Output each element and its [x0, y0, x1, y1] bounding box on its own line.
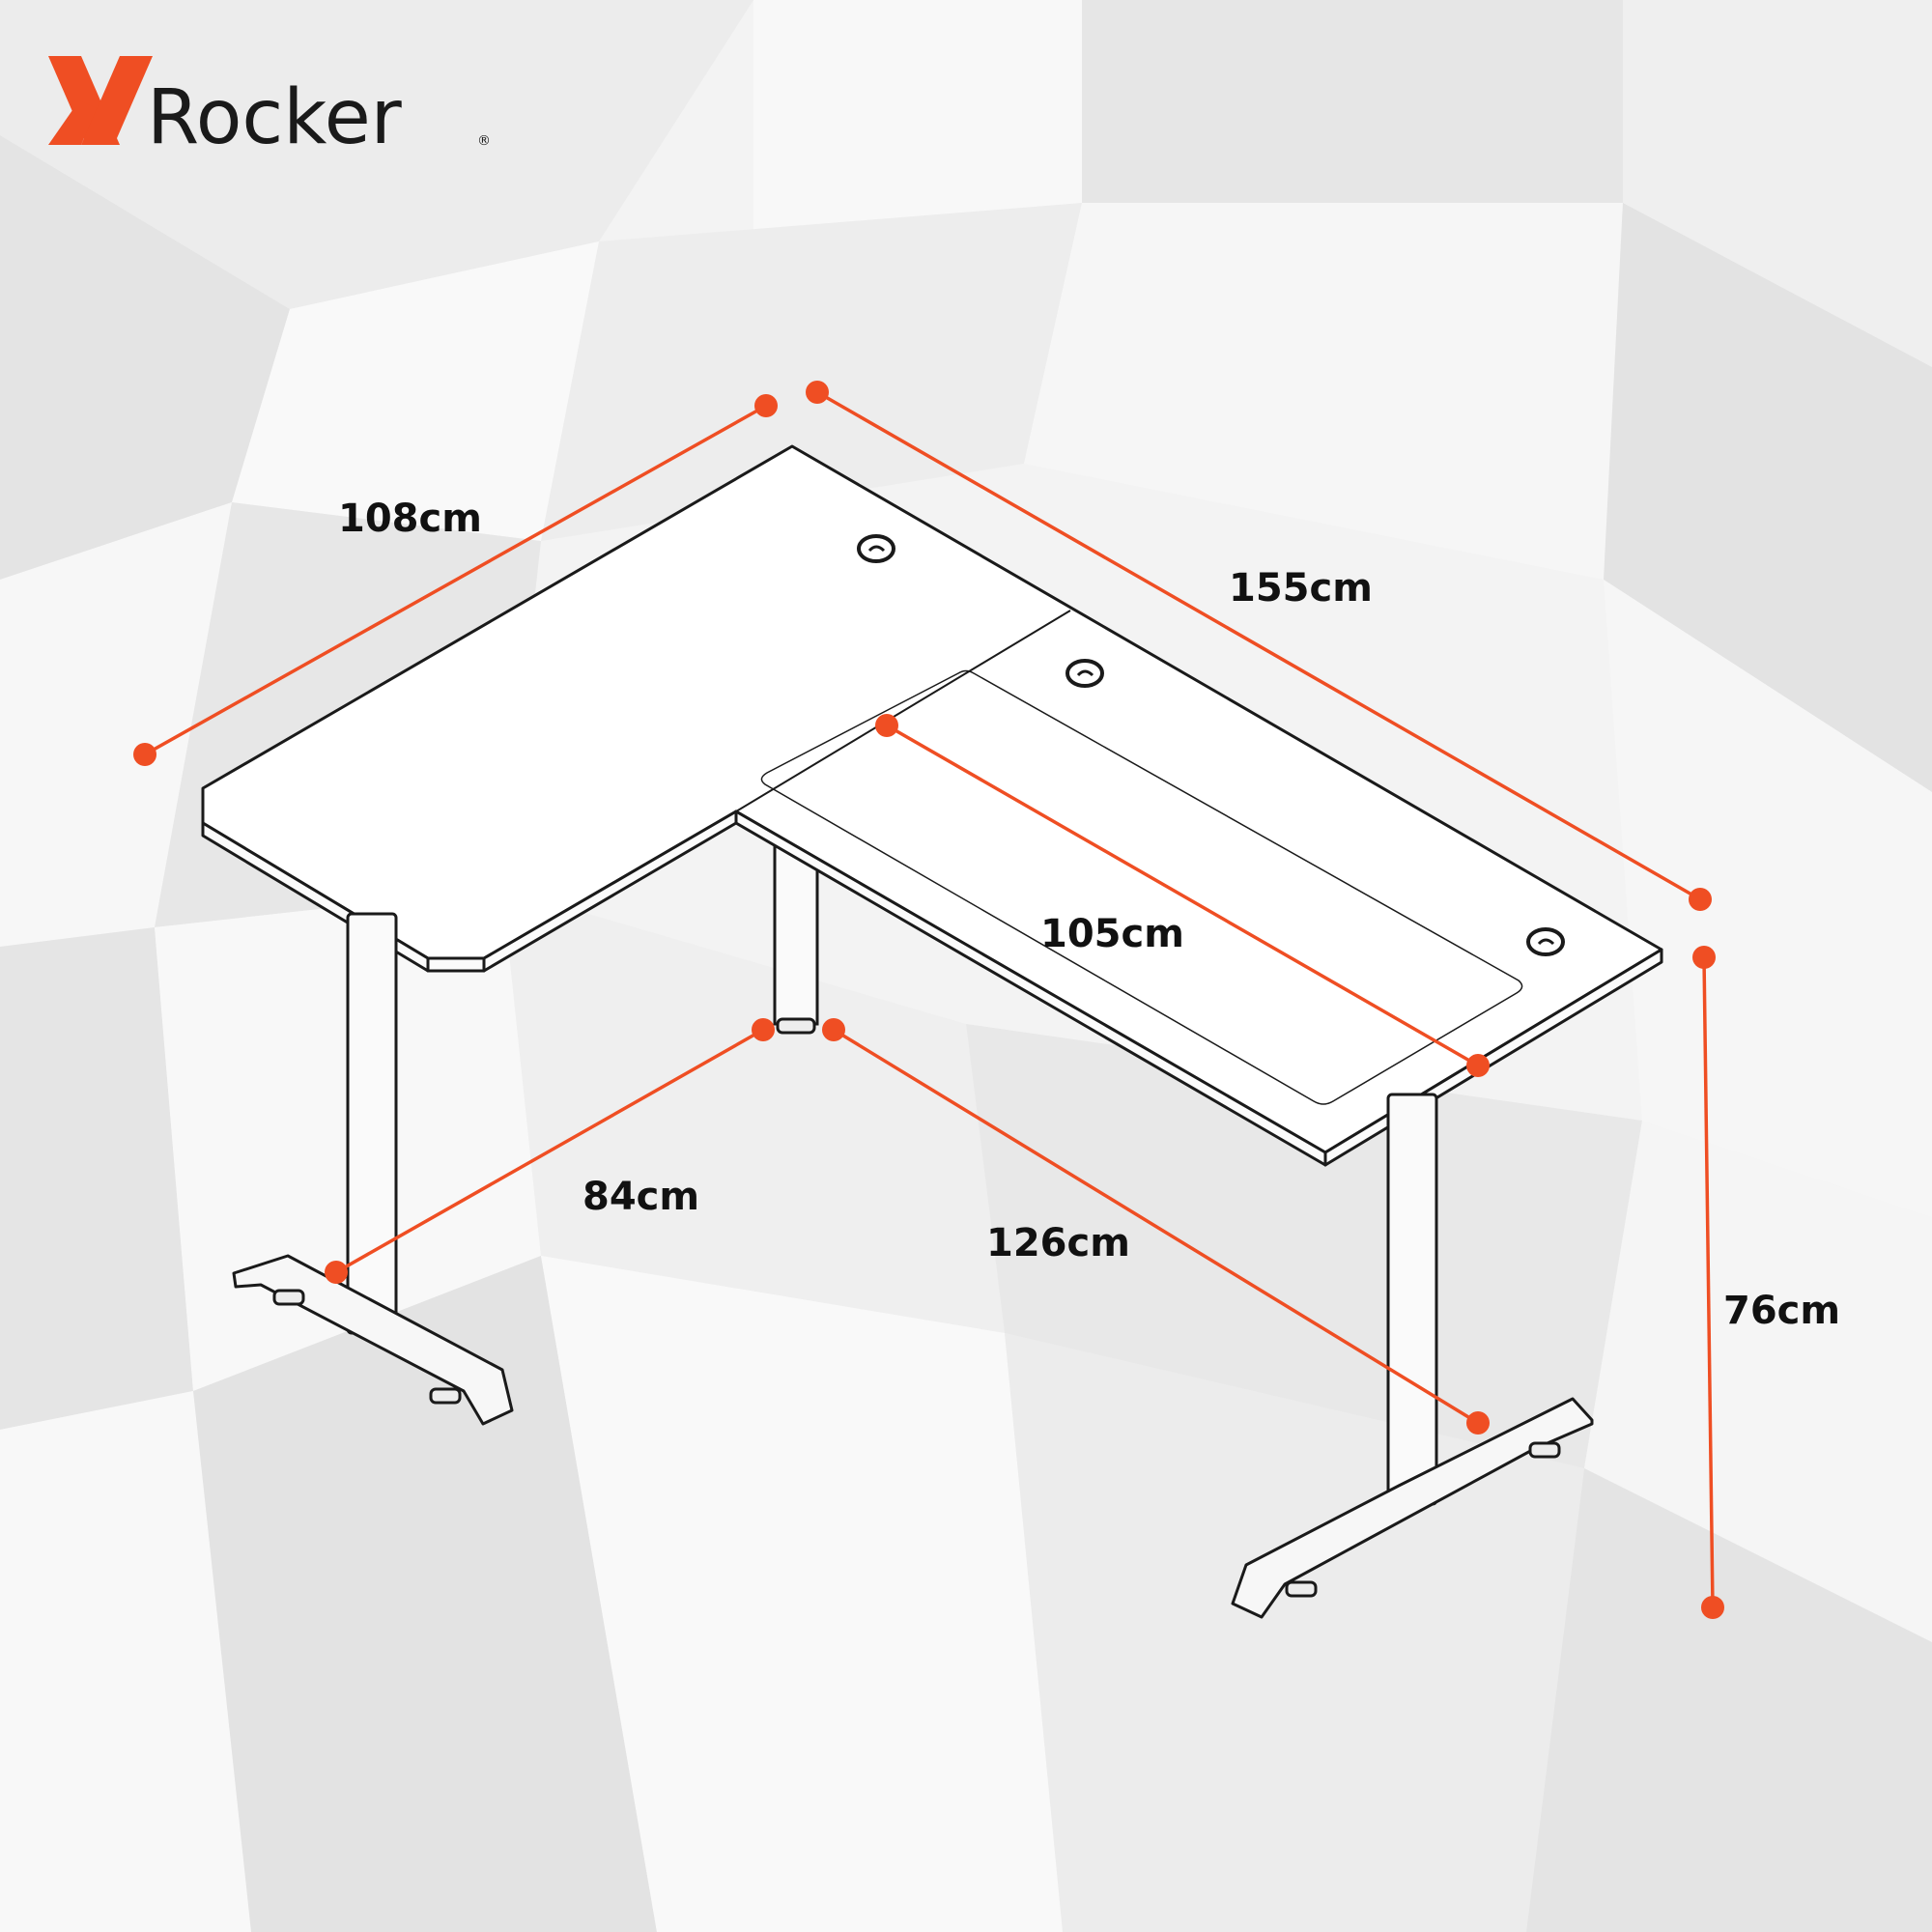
label-108cm: 108cm: [338, 497, 482, 541]
dimension-105: [875, 714, 1490, 1077]
label-84cm: 84cm: [582, 1175, 699, 1219]
cable-grommet-icon: [1065, 659, 1104, 688]
dimension-108: [133, 394, 778, 766]
desk-panel-seam: [735, 610, 1071, 812]
dimension-lines: [133, 381, 1724, 1619]
dimension-labels: 108cm 155cm 105cm 84cm 126cm 76cm: [338, 497, 1840, 1333]
dimension-84: [325, 1018, 775, 1284]
dimension-126: [822, 1018, 1490, 1435]
label-155cm: 155cm: [1229, 566, 1373, 611]
registered-mark: ®: [477, 133, 491, 149]
x-logo-mark: [48, 56, 153, 145]
dimension-76: [1692, 946, 1724, 1619]
cable-grommet-icon: [857, 534, 895, 563]
label-126cm: 126cm: [986, 1221, 1130, 1265]
label-76cm: 76cm: [1723, 1289, 1840, 1333]
desk-edge-corner: [426, 956, 486, 973]
desk-mat: [760, 669, 1523, 1105]
left-leg-assembly: [232, 912, 514, 1426]
xrocker-logo: Rocker ®: [48, 56, 491, 161]
logo-wordmark: Rocker: [147, 74, 403, 161]
dimension-155: [806, 381, 1712, 911]
cable-grommet-icon: [1526, 927, 1565, 956]
label-105cm: 105cm: [1040, 912, 1184, 956]
right-leg-assembly: [1231, 1093, 1594, 1619]
l-shaped-desk: [201, 444, 1663, 1619]
